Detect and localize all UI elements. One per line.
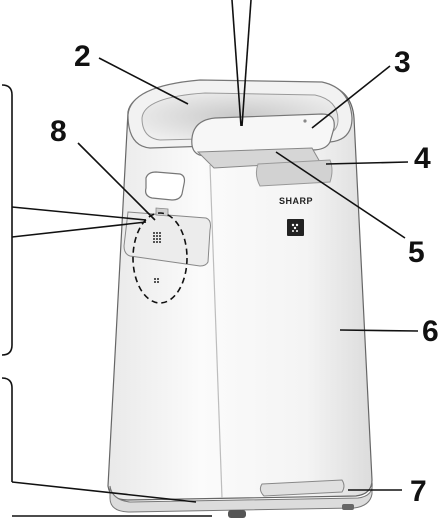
sensor-highlight-ellipse	[132, 212, 188, 304]
callout-7: 7	[410, 475, 427, 508]
callout-8: 8	[50, 115, 67, 148]
base-foot-right	[342, 504, 354, 510]
body-edge-line	[209, 164, 223, 499]
sensor-grille-upper	[153, 232, 161, 243]
water-tank-handle	[259, 479, 345, 497]
brand-logo-text: SHARP	[279, 196, 313, 206]
sensor-panel	[123, 211, 211, 267]
left-bracket-upper	[1, 84, 13, 356]
base-foot	[228, 510, 246, 518]
left-handle-slot	[145, 171, 186, 201]
callout-2: 2	[74, 40, 91, 73]
sensor-tab	[155, 207, 169, 217]
purifier-base	[109, 481, 373, 513]
callout-5: 5	[408, 236, 425, 269]
callout-3: 3	[394, 46, 411, 79]
sensor-grille-lower	[154, 278, 159, 283]
leader-lines	[11, 0, 419, 517]
callout-4: 4	[414, 142, 431, 175]
top-control-panel	[191, 113, 335, 157]
badge-icon	[291, 223, 299, 232]
panel-light-dot	[303, 119, 307, 123]
left-bracket-lower	[1, 377, 13, 482]
callout-6: 6	[422, 315, 439, 348]
